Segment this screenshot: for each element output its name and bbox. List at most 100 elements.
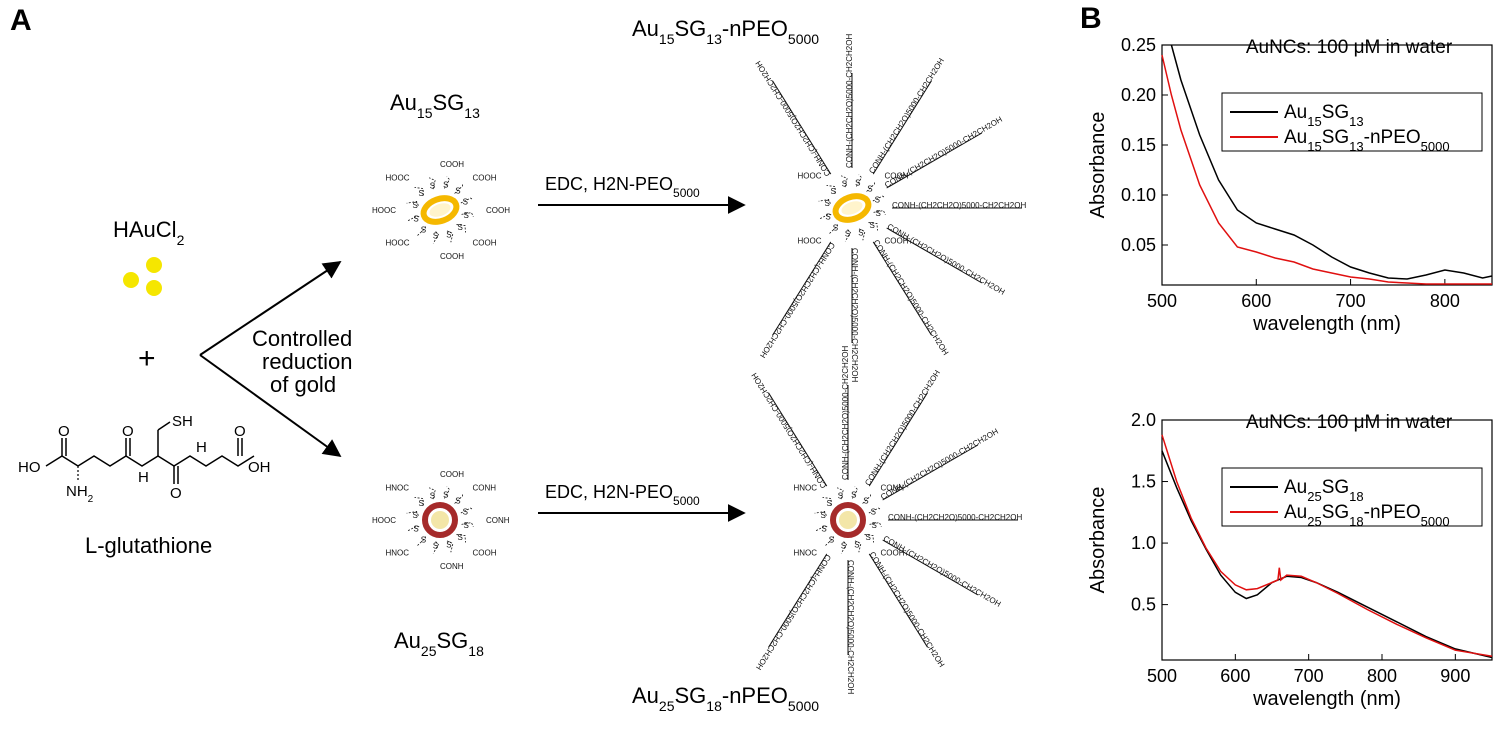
terminal-group-label: CONH	[881, 483, 905, 492]
y-tick-label: 0.25	[1121, 35, 1156, 55]
x-tick-label: 700	[1336, 291, 1366, 311]
y-tick-label: 1.0	[1131, 533, 1156, 553]
sulfur-label: S	[833, 223, 838, 232]
series-line-1	[1161, 54, 1492, 285]
legend-box	[1221, 92, 1483, 152]
ligand-chain	[841, 175, 848, 188]
sulfur-label: S	[871, 508, 876, 517]
x-tick-label: 900	[1440, 666, 1470, 686]
ligand-chain	[829, 224, 838, 234]
ligand-chain	[837, 487, 844, 500]
sulfur-label: S	[855, 179, 860, 188]
terminal-group-label: HOOC	[797, 237, 821, 246]
terminal-group-label: COOH	[885, 237, 909, 246]
y-tick-label: 1.5	[1131, 472, 1156, 492]
sulfur-label: S	[457, 223, 462, 232]
y-tick-label: 2.0	[1131, 410, 1156, 430]
svg-text:H: H	[138, 469, 149, 486]
sulfur-label: S	[858, 229, 863, 238]
svg-text:SH: SH	[172, 413, 193, 430]
sulfur-label: S	[433, 541, 438, 550]
terminal-group-label: HNOC	[385, 483, 409, 492]
au15-core-inner	[429, 203, 451, 217]
peo-chain-label: CONH-(CH2CH2O)5000-CH2CH2OH	[892, 201, 1026, 210]
sulfur-label: S	[443, 181, 448, 190]
sulfur-label: S	[865, 533, 870, 542]
x-axis-label: wavelength (nm)	[1252, 688, 1401, 710]
sulfur-label: S	[413, 511, 418, 520]
ligand-chain	[454, 494, 463, 504]
series-line-0	[1170, 44, 1493, 280]
ligand-chain	[819, 213, 832, 220]
svg-text:OH: OH	[248, 459, 271, 476]
au25-core	[422, 502, 458, 538]
glutathione-label: L-glutathione	[85, 533, 212, 558]
ligand-chain	[862, 494, 871, 504]
sulfur-label: S	[851, 491, 856, 500]
y-tick-label: 0.10	[1121, 185, 1156, 205]
x-tick-label: 800	[1430, 291, 1460, 311]
sulfur-label: S	[463, 211, 468, 220]
peo-chain-guide	[768, 553, 828, 648]
legend-box	[1221, 467, 1483, 527]
product-top-label: Au15SG13-nPEO5000	[632, 16, 819, 47]
sulfur-label: S	[463, 198, 468, 207]
terminal-group-label: COOH	[440, 470, 464, 479]
plus-sign: +	[138, 342, 156, 375]
peo-chain-label: CONH-(CH2CH2O)5000-CH2CH2OH	[750, 371, 829, 490]
peo-chain-guide	[882, 444, 979, 501]
x-tick-label: 500	[1147, 291, 1177, 311]
y-tick-label: 0.5	[1131, 595, 1156, 615]
ligand-chain	[432, 231, 439, 244]
ligand-chain	[417, 226, 426, 236]
peo-chain-guide	[886, 132, 983, 189]
svg-text:O: O	[234, 423, 246, 440]
legend-entry-1: Au15SG13-nPEO5000	[1284, 127, 1450, 154]
sulfur-label: S	[421, 225, 426, 234]
sulfur-label: S	[413, 214, 418, 223]
ligand-chain	[407, 525, 420, 532]
sulfur-label: S	[413, 524, 418, 533]
peo-chain-label: CONH-(CH2CH2O)5000-CH2CH2OH	[758, 241, 837, 360]
svg-text:HO: HO	[18, 459, 41, 476]
sulfur-label: S	[854, 541, 859, 550]
ligand-chain	[868, 222, 878, 231]
ligand-chain	[818, 198, 831, 204]
ligand-chain	[840, 541, 847, 554]
ligand-chain	[815, 525, 828, 532]
peo-chain-guide	[868, 553, 928, 648]
x-axis-label: wavelength (nm)	[1252, 313, 1401, 335]
sulfur-label: S	[871, 521, 876, 530]
arrow-to-au25	[199, 354, 342, 458]
terminal-group-label: HOOC	[372, 516, 396, 525]
sulfur-label: S	[821, 511, 826, 520]
ligand-chain	[864, 534, 874, 543]
panel-label-a: A	[10, 4, 32, 37]
sulfur-label: S	[446, 231, 451, 240]
peo-chain-label: CONH-(CH2CH2O)5000-CH2CH2OH	[754, 59, 833, 178]
ligand-chain	[456, 534, 466, 543]
peo-chain-guide	[886, 227, 983, 284]
product-bottom-label: Au25SG18-nPEO5000	[632, 683, 819, 714]
step1-line-3: of gold	[270, 372, 336, 397]
terminal-group-label: COOH	[881, 549, 905, 558]
chart-title: AuNCs: 100 μM in water	[1246, 37, 1453, 58]
svg-text:H: H	[196, 439, 207, 456]
svg-text:O: O	[122, 423, 134, 440]
plot-frame	[1161, 419, 1493, 661]
ligand-chain	[814, 510, 827, 516]
terminal-group-label: COOH	[486, 206, 510, 215]
svg-text:O: O	[170, 485, 182, 502]
sulfur-label: S	[875, 196, 880, 205]
panel-label-b: B	[1080, 2, 1102, 35]
sulfur-label: S	[827, 499, 832, 508]
ligand-chain	[454, 184, 463, 194]
plot-frame	[1161, 44, 1493, 286]
peo-chain-label: CONH-(CH2CH2O)5000-CH2CH2OH	[888, 513, 1022, 522]
sulfur-label: S	[842, 179, 847, 188]
sulfur-label: S	[463, 521, 468, 530]
sulfur-label: S	[463, 508, 468, 517]
au15-core	[420, 195, 460, 225]
